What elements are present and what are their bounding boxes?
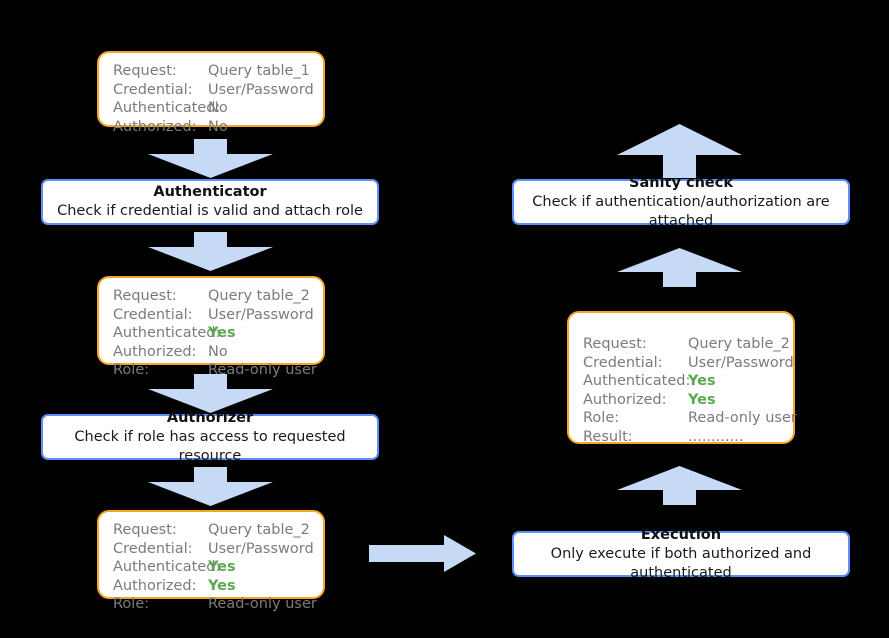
process-title: Authorizer — [166, 409, 254, 426]
arrow-request3-to-execution-icon — [369, 535, 476, 572]
data-label: Authenticated: — [583, 373, 691, 389]
data-value-highlight: Yes — [208, 577, 236, 594]
data-row: Credential: User/Password — [99, 81, 323, 100]
data-value-highlight: Yes — [688, 373, 716, 389]
process-subtitle: Check if authentication/authorization ar… — [532, 193, 830, 229]
arrow-execution-to-result-icon — [617, 466, 742, 505]
data-value: User/Password — [208, 81, 314, 98]
data-label: Authorized: — [583, 391, 667, 408]
data-row: Request: Query table_2 — [99, 521, 323, 540]
data-value-highlight: Yes — [688, 391, 716, 408]
data-row: Request: Query table_2 — [99, 287, 323, 306]
data-box-request-authenticated: Request: Query table_2 Credential: User/… — [97, 276, 325, 378]
data-row: Authenticated: Yes — [99, 324, 323, 343]
data-label: Credential: — [113, 306, 193, 323]
process-box-authorizer: Authorizer Check if role has access to r… — [41, 410, 379, 464]
data-row: Authenticated: Yes — [569, 372, 793, 391]
data-value: User/Password — [688, 354, 794, 371]
data-value: No — [208, 343, 228, 360]
data-value: No — [208, 118, 228, 135]
data-box-request-initial: Request: Query table_1 Credential: User/… — [97, 51, 325, 135]
data-row: Request: Query table_2 — [569, 335, 793, 354]
data-box-request-authorized: Request: Query table_2 Credential: User/… — [97, 510, 325, 612]
arrow-authorizer-to-request3-icon — [148, 467, 273, 506]
data-label: Credential: — [113, 81, 193, 98]
data-row: Authenticated: No — [99, 99, 323, 118]
data-row: Authorized: No — [99, 343, 323, 362]
arrow-sanity-check-out-icon — [617, 124, 742, 178]
data-label: Credential: — [113, 540, 193, 557]
data-row: Authorized: No — [99, 118, 323, 137]
data-value: Read-only user — [688, 410, 797, 426]
data-label: Request: — [583, 336, 647, 352]
data-value: Query table_1 — [208, 63, 310, 79]
process-title: Sanity check — [629, 174, 733, 191]
arrow-request-to-authenticator-icon — [148, 139, 273, 178]
data-row: Result: ............ — [569, 428, 793, 447]
data-row: Role: Read-only user — [569, 409, 797, 428]
process-subtitle: Check if role has access to requested re… — [74, 428, 346, 464]
data-value: Read-only user — [208, 596, 317, 612]
data-row: Role: Read-only user — [99, 595, 323, 614]
data-value: User/Password — [208, 306, 314, 323]
data-row: Credential: User/Password — [99, 306, 323, 325]
data-label: Authorized: — [113, 343, 197, 360]
data-label: Authorized: — [113, 118, 197, 135]
data-label: Authenticated: — [113, 100, 221, 116]
data-label: Role: — [113, 362, 150, 378]
data-row: Authorized: Yes — [569, 391, 793, 410]
process-box-authenticator: Authenticator Check if credential is val… — [41, 179, 379, 225]
arrow-result-to-sanity-check-icon — [617, 248, 742, 287]
arrow-request2-to-authorizer-icon — [148, 374, 273, 413]
data-value: Query table_2 — [688, 336, 790, 352]
data-label: Authenticated: — [113, 325, 221, 341]
process-box-sanity-check: Sanity check Check if authentication/aut… — [512, 175, 850, 229]
process-title: Authenticator — [153, 184, 267, 200]
data-row: Request: Query table_1 — [99, 62, 323, 81]
data-value: Query table_2 — [208, 522, 310, 538]
data-label: Credential: — [583, 354, 663, 371]
data-value: ............ — [688, 428, 744, 445]
data-row: Credential: User/Password — [99, 540, 323, 559]
data-label: Request: — [113, 288, 177, 304]
data-value-highlight: Yes — [208, 325, 236, 341]
data-label: Authenticated: — [113, 559, 221, 575]
data-value: Read-only user — [208, 362, 317, 378]
process-title: Execution — [640, 526, 722, 543]
data-row: Credential: User/Password — [569, 354, 794, 373]
data-label: Role: — [583, 410, 620, 426]
data-value: User/Password — [208, 540, 314, 557]
data-value: No — [208, 100, 228, 116]
arrow-authenticator-to-request2-icon — [148, 232, 273, 271]
data-label: Request: — [113, 63, 177, 79]
data-box-request-result: Request: Query table_2 Credential: User/… — [567, 311, 797, 447]
data-row: Authorized: Yes — [99, 577, 323, 596]
process-subtitle: Check if credential is valid and attach … — [57, 203, 363, 219]
process-box-execution: Execution Only execute if both authorize… — [512, 527, 850, 581]
data-label: Request: — [113, 522, 177, 538]
data-value-highlight: Yes — [208, 559, 236, 575]
data-label: Authorized: — [113, 577, 197, 594]
data-label: Role: — [113, 596, 150, 612]
data-label: Result: — [583, 428, 633, 445]
data-row: Role: Read-only user — [99, 361, 323, 380]
process-subtitle: Only execute if both authorized and auth… — [550, 545, 812, 581]
data-value: Query table_2 — [208, 288, 310, 304]
data-row: Authenticated: Yes — [99, 558, 323, 577]
